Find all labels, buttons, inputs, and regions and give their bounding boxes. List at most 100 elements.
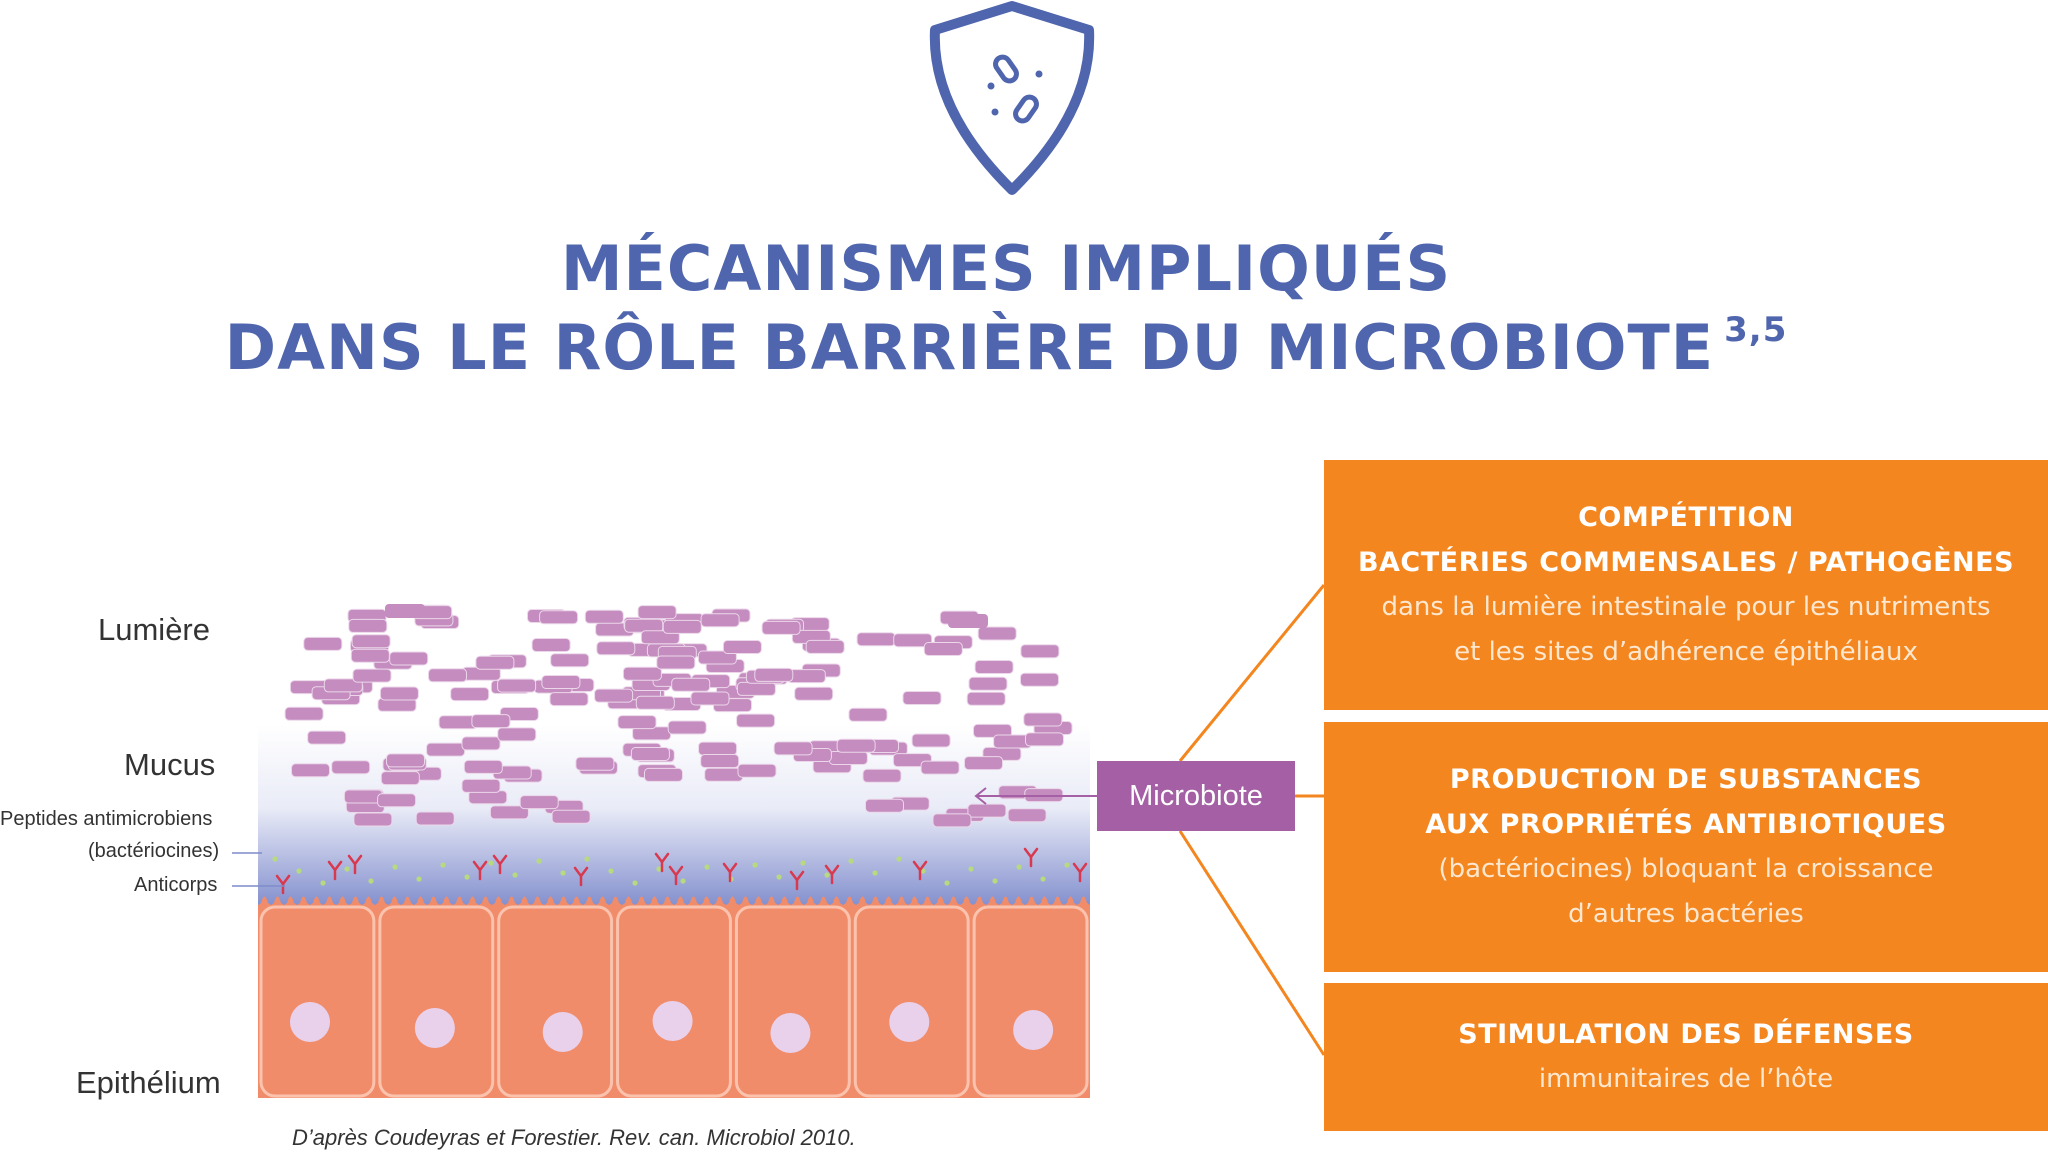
- bacterium: [594, 688, 634, 703]
- cell-nucleus: [652, 1001, 693, 1041]
- peptide-dot: [536, 858, 542, 864]
- bacterium: [736, 713, 776, 728]
- bacterium: [1020, 644, 1060, 659]
- shield-bacteria-icon: [929, 1, 1095, 195]
- bacterium: [622, 666, 662, 681]
- mechanism-2-body-line-2: d’autres bactéries: [1568, 899, 1804, 929]
- bacterium: [389, 651, 429, 666]
- bacterium: [497, 727, 537, 742]
- title-line-1: MÉCANISMES IMPLIQUÉS: [560, 232, 1452, 305]
- bacterium: [794, 686, 834, 701]
- peptide-dot: [752, 862, 758, 868]
- bacterium: [428, 668, 467, 683]
- bacterium: [966, 691, 1006, 706]
- bacteriocines-label: (bactériocines): [88, 840, 220, 862]
- bacterium: [964, 756, 1003, 771]
- bacterium: [635, 695, 675, 710]
- peptide-dot: [632, 880, 638, 886]
- antibody-icon: [668, 865, 684, 886]
- microbiote-arrow: [974, 787, 1097, 805]
- antibody-icon: [824, 864, 840, 885]
- epithelial-cell: [972, 905, 1089, 1098]
- peptide-dot: [440, 862, 446, 868]
- bacterium: [291, 763, 330, 778]
- antibody-icon: [347, 854, 363, 875]
- antibodies-group: [275, 847, 1088, 895]
- peptide-dot: [1016, 864, 1022, 870]
- bacteria-group: [284, 604, 1073, 828]
- peptide-dot: [464, 874, 470, 880]
- antimicrobial-peptides-group: [272, 856, 1070, 886]
- bacterium: [307, 730, 347, 745]
- mechanism-box-defenses: STIMULATION DES DÉFENSES immunitaires de…: [1324, 983, 2048, 1131]
- leader-lines: [232, 852, 285, 887]
- peptide-dot: [344, 866, 350, 872]
- antibody-icon: [492, 854, 508, 875]
- bacterium: [379, 686, 419, 701]
- bacterium: [550, 653, 590, 668]
- antibody-icon: [654, 852, 670, 873]
- bacterium: [1023, 712, 1063, 727]
- peptide-dot: [656, 866, 662, 872]
- peptide-dot: [680, 878, 686, 884]
- anticorps-label: Anticorps: [134, 874, 218, 896]
- bacterium: [519, 795, 559, 810]
- mechanism-box-antibiotics: PRODUCTION DE SUBSTANCES AUX PROPRIÉTÉS …: [1324, 722, 2048, 972]
- mechanism-1-body-line-2: et les sites d’adhérence épithéliaux: [1454, 637, 1918, 667]
- lumiere-label: Lumière: [98, 612, 210, 647]
- antibody-icon: [327, 860, 343, 881]
- bacterium: [656, 655, 696, 670]
- bacterium: [531, 638, 571, 652]
- mechanism-3-heading-line-1: STIMULATION DES DÉFENSES: [1458, 1019, 1914, 1050]
- peptides-label: Peptides antimicrobiens: [0, 808, 213, 830]
- bacterium: [575, 756, 615, 771]
- bacterium: [911, 733, 951, 748]
- bacterium: [805, 639, 845, 654]
- bacterium: [761, 620, 801, 635]
- bacterium: [352, 668, 392, 683]
- bacterium: [549, 692, 589, 707]
- microbiote-connector: [1178, 584, 1326, 1056]
- peptide-dot: [800, 860, 806, 866]
- mechanism-1-body-line-1: dans la lumière intestinale pour les nut…: [1381, 592, 1991, 622]
- antibody-icon: [722, 862, 738, 883]
- bacterium: [736, 681, 776, 696]
- cell-nucleus: [889, 1002, 930, 1042]
- bacterium: [584, 609, 624, 624]
- peptide-dot: [776, 874, 782, 880]
- bacterium: [754, 667, 794, 682]
- cell-nucleus: [414, 1008, 455, 1048]
- bacterium: [697, 650, 737, 665]
- peptide-dot: [488, 860, 494, 866]
- bacterium: [1025, 732, 1064, 747]
- bacterium: [637, 605, 677, 620]
- mechanism-1-heading-line-2: BACTÉRIES COMMENSALES / PATHOGÈNES: [1357, 547, 2015, 578]
- epithelial-cell: [259, 905, 376, 1098]
- bacterium: [640, 630, 680, 645]
- bacterium: [932, 813, 972, 828]
- source-citation: D’après Coudeyras et Forestier. Rev. can…: [292, 1125, 856, 1150]
- bacterium: [471, 714, 511, 729]
- bacterium: [1020, 672, 1059, 687]
- epithelium-layer: [258, 896, 1090, 1098]
- bacterium: [865, 798, 904, 813]
- bacterium: [662, 619, 702, 634]
- antibody-icon: [1072, 862, 1088, 883]
- epithelial-cell: [497, 905, 614, 1098]
- peptide-dot: [1064, 862, 1070, 868]
- epithelial-cell: [734, 905, 851, 1098]
- peptide-dot: [896, 856, 902, 862]
- bacterium: [700, 754, 740, 768]
- bacterium: [737, 763, 777, 778]
- bacterium: [596, 641, 636, 656]
- bacterium: [722, 640, 762, 654]
- bacterium: [698, 741, 738, 756]
- cell-nucleus: [290, 1002, 330, 1042]
- bacterium: [323, 678, 363, 693]
- bacterium: [350, 648, 390, 663]
- peptide-dot: [416, 876, 422, 882]
- epithelial-cell: [378, 905, 495, 1098]
- bacterium: [700, 613, 740, 628]
- bacterium: [624, 618, 664, 633]
